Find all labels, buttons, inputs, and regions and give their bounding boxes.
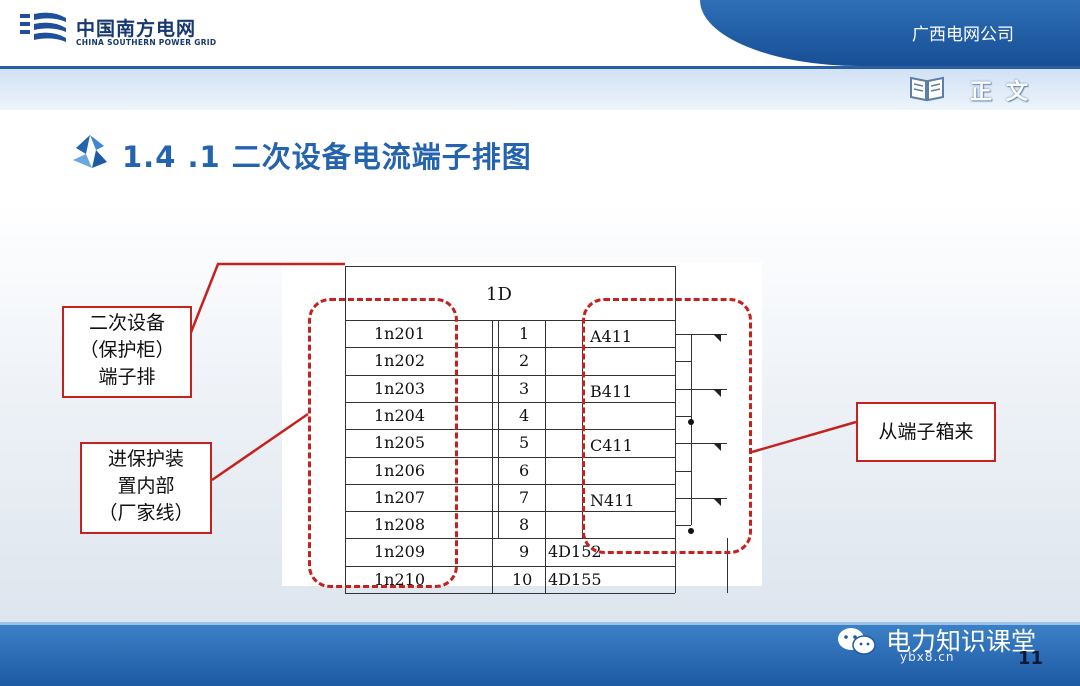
callout-line: 置内部 [117,475,175,497]
link-wire [675,525,691,527]
link-wire [691,334,692,362]
row-divider [345,483,675,485]
junction-dot [688,418,694,425]
frame-top [345,266,675,267]
terminal-block-header: 1D [486,284,512,305]
junction-dot [688,528,694,535]
row-divider [345,347,675,349]
page-title: 1.4 .1 二次设备电流端子排图 [122,140,532,174]
callout-line: 进保护装 [107,448,184,470]
header-bar: 中国南方电网 CHINA SOUTHERN POWER GRID 广西电网公司 [0,0,1080,66]
watermark: ybx8.cn [900,650,955,664]
link-terminal-marker [713,443,721,452]
link-wire [675,334,727,335]
page-number: 11 [1018,648,1044,669]
link-wire [675,470,691,472]
callout-line: 端子排 [98,366,156,388]
terminal-left-label: 1n202 [374,351,426,371]
terminal-left-label: 1n205 [374,433,426,453]
terminal-number: 3 [519,378,530,398]
row-divider [345,593,675,594]
callout-line: 从端子箱来 [878,421,974,443]
terminal-number: 8 [519,515,530,535]
cabinet-edge [727,538,728,593]
callout-from-terminal-box: 从端子箱来 [856,402,996,462]
terminal-number: 5 [519,433,530,453]
terminal-left-label: 1n203 [374,378,426,398]
terminal-left-label: 1n201 [374,324,426,343]
brand-name: 中国南方电网 [76,18,197,40]
terminal-block-diagram: 1D 1n201 1 A411 1n202 2 1n203 3 B411 1n204 4 1n205… [282,262,762,594]
terminal-number: 1 [519,324,530,343]
row-divider [345,374,675,376]
link-wire [675,388,727,390]
footer-rule [0,622,1080,625]
header-divider [345,320,675,321]
row-divider [345,401,675,403]
company-name: 广西电网公司 [912,25,1014,45]
row-divider [345,456,675,458]
link-wire [675,361,691,363]
account-name: 电力知识课堂 [886,627,1037,656]
subheader-bar: 正文 [0,66,1080,110]
terminal-number: 6 [519,460,530,480]
frame-right [675,266,676,593]
link-terminal-marker [713,388,721,397]
callout-secondary-equipment: 二次设备 （保护柜） 端子排 [62,306,192,398]
terminal-left-label: 1n206 [374,460,426,480]
row-divider [345,565,675,567]
link-wire [675,497,727,499]
terminal-number: 4 [519,405,530,425]
csg-logo-icon [20,12,66,42]
link-wire [675,443,727,445]
header-band [700,0,1080,66]
book-icon [910,76,944,102]
link-terminal-marker [713,497,721,506]
common-bus [691,361,692,526]
callout-line: （保护柜） [79,339,175,361]
row-divider [345,538,675,540]
terminal-left-label: 1n208 [374,515,426,535]
terminal-number: 10 [512,569,533,589]
terminal-left-label: 1n207 [374,487,426,507]
terminal-left-label: 1n210 [374,569,426,589]
terminal-left-label: 1n209 [374,542,426,562]
wechat-icon [838,628,876,655]
callout-line: 二次设备 [88,312,165,334]
callout-line: （厂家线） [98,502,194,524]
section-label: 正文 [970,80,1043,105]
terminal-right-label: N411 [590,490,635,510]
subheader-rule [0,66,1080,69]
link-wire [675,415,691,417]
row-divider [345,429,675,431]
callout-internal-wiring: 进保护装置内部 （厂家线） [80,442,212,534]
internal-wiring-highlight [308,298,458,588]
link-terminal-marker [713,334,721,342]
footer-bar [0,622,1080,686]
brand-name-en: CHINA SOUTHERN POWER GRID [76,38,217,47]
terminal-right-label: 4D155 [548,569,602,589]
terminal-right-label: C411 [590,436,633,456]
title-bullet-icon [73,135,107,168]
terminal-left-label: 1n204 [374,405,426,425]
terminal-number: 9 [519,542,530,562]
terminal-number: 2 [519,351,530,371]
terminal-number: 7 [519,487,530,507]
row-divider [345,511,675,513]
terminal-right-label: B411 [590,381,633,401]
terminal-box-highlight [582,298,752,554]
terminal-right-label: A411 [590,327,633,346]
